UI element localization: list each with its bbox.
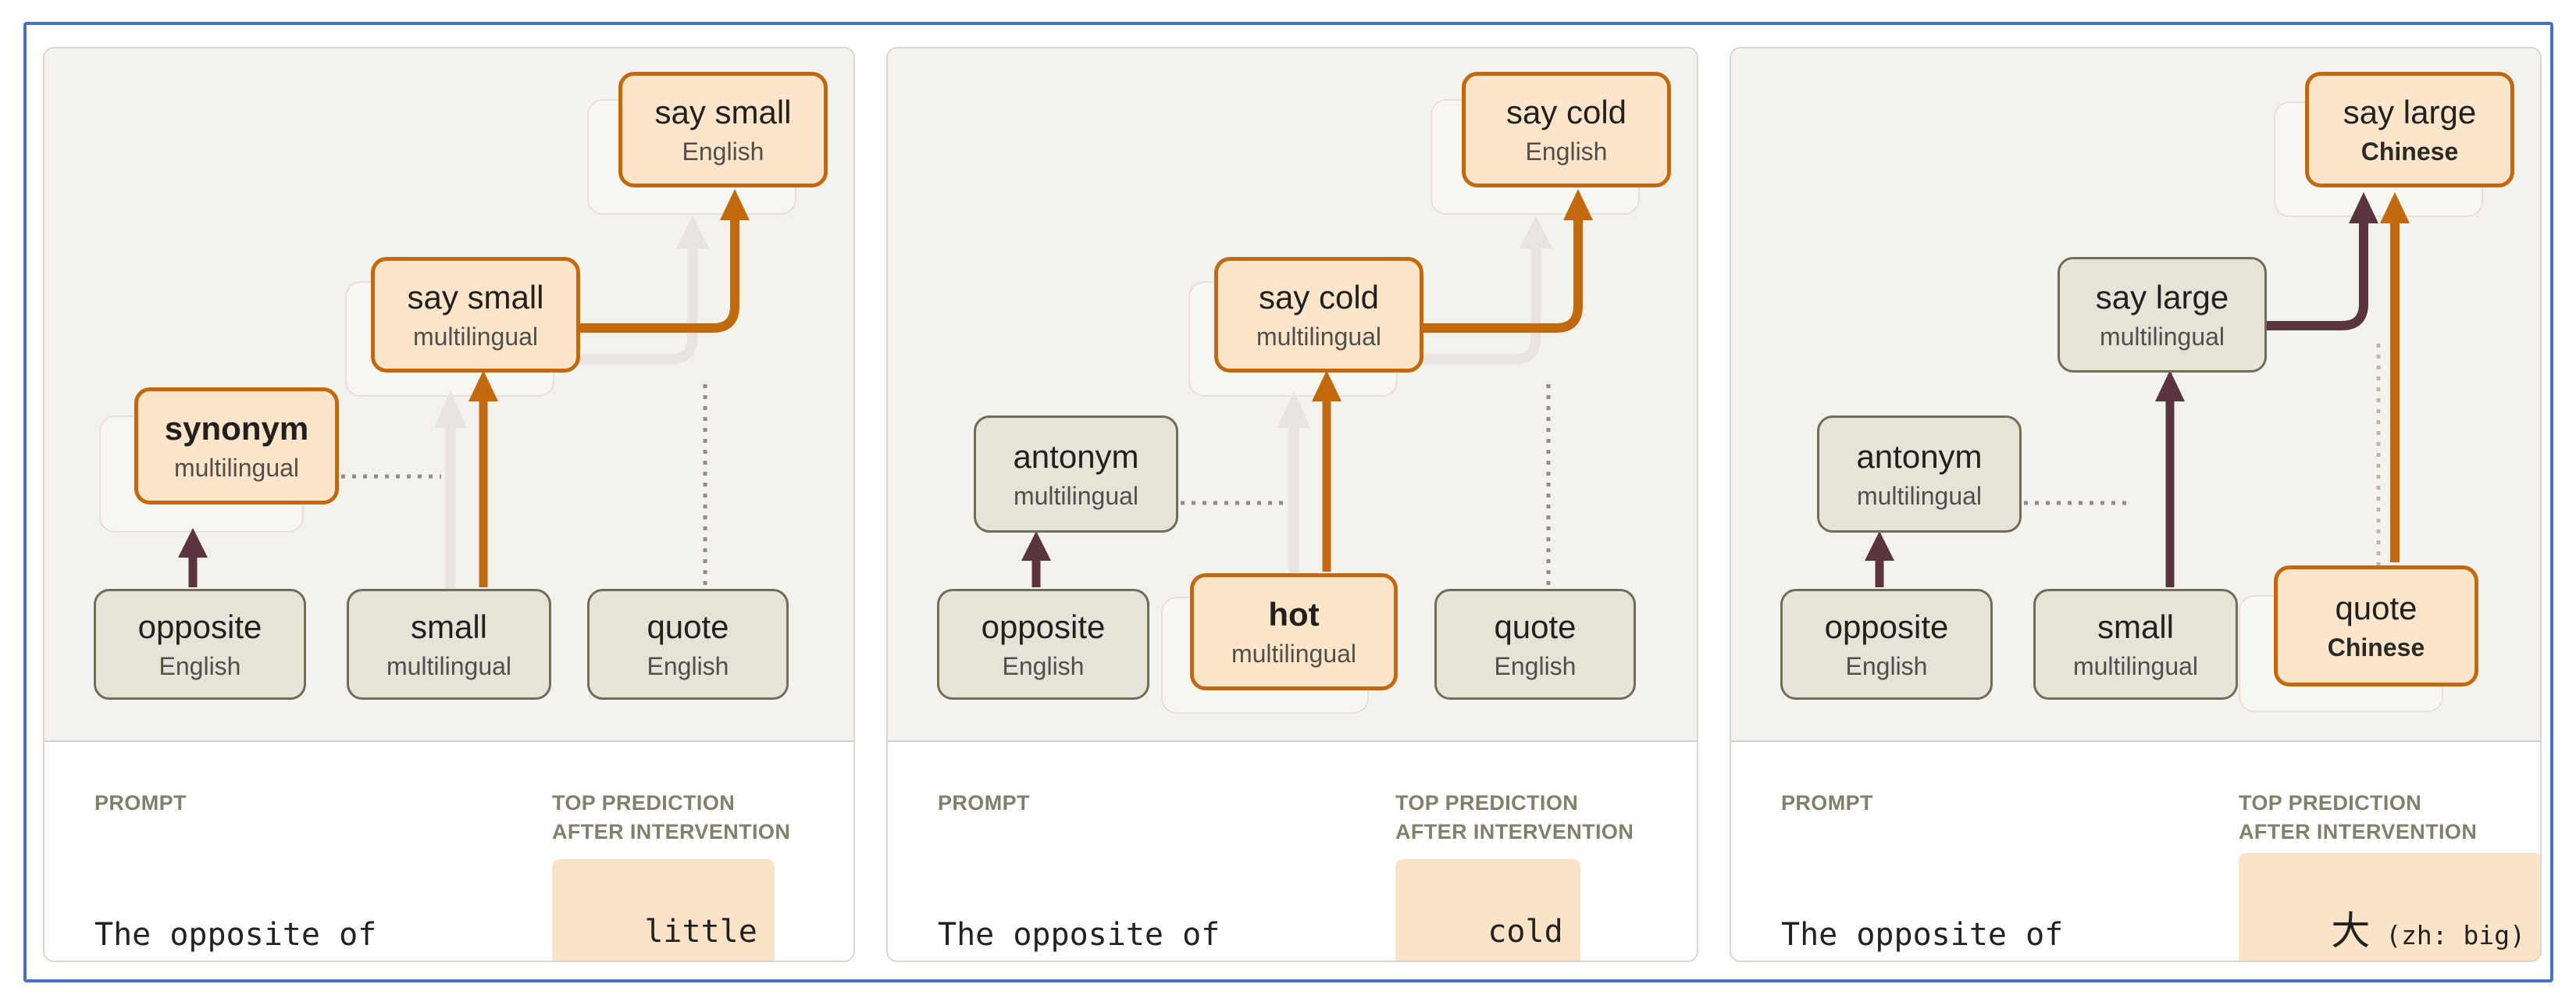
node-label: small: [2097, 608, 2174, 645]
node-sublabel: English: [1002, 651, 1085, 680]
node-hot: hot multilingual: [1190, 573, 1398, 690]
node-sublabel: English: [1494, 651, 1577, 680]
node-label: synonym: [164, 409, 309, 447]
node-label: small: [410, 608, 487, 645]
node-sublabel: English: [159, 651, 241, 680]
node-sublabel: English: [1525, 137, 1608, 166]
prompt-label: PROMPT: [94, 791, 187, 815]
node-sublabel: multilingual: [2099, 322, 2225, 351]
node-say-large-multilingual: say large multilingual: [2058, 257, 2267, 373]
prompt-text: The opposite of "small" is ": [94, 917, 377, 953]
prediction-chip: cold: [1395, 859, 1580, 961]
node-sublabel: multilingual: [1231, 639, 1357, 668]
node-label: say small: [407, 278, 544, 316]
node-label: antonym: [1013, 437, 1139, 475]
prompt-label: PROMPT: [938, 791, 1030, 815]
node-quote-chinese: quote Chinese: [2274, 565, 2478, 686]
diagram-canvas: multilingual multilingual: [45, 48, 853, 742]
node-sublabel: multilingual: [1013, 481, 1139, 510]
node-label: say cold: [1258, 278, 1380, 316]
node-label: say large: [2343, 93, 2477, 130]
node-sublabel: English: [682, 137, 764, 166]
panel-operation: multilingual multilingual: [43, 47, 855, 962]
node-antonym: antonym multilingual: [1817, 415, 2022, 533]
prompt-text: The opposite of "small" is ": [1781, 917, 2064, 953]
node-say-small-english: say small English: [618, 72, 828, 187]
node-sublabel: multilingual: [173, 453, 300, 482]
node-label: quote: [647, 608, 729, 645]
node-small: small multilingual: [2033, 589, 2238, 700]
node-label: quote: [1494, 608, 1577, 645]
node-antonym: antonym multilingual: [974, 415, 1178, 533]
node-sublabel: Chinese: [2360, 137, 2459, 166]
node-say-cold-english: say cold English: [1462, 72, 1671, 187]
node-small: small multilingual: [347, 589, 551, 700]
node-say-large-chinese: say large Chinese: [2305, 72, 2514, 187]
node-quote: quote English: [1434, 589, 1636, 700]
panel-operand: multilingual multilingual say cold Engli…: [886, 47, 1698, 962]
node-label: opposite: [981, 608, 1106, 645]
arrows-layer: [1021, 189, 1593, 594]
selection-border: [23, 22, 2553, 982]
node-label: antonym: [1856, 437, 1983, 475]
prompt-text: The opposite of "small" is ": [938, 917, 1220, 953]
node-label: say large: [2095, 278, 2229, 316]
panel-language: French say large Chinese say large multi…: [1730, 47, 2542, 962]
node-sublabel: English: [647, 651, 729, 680]
node-label: opposite: [1824, 608, 1949, 645]
node-label: opposite: [137, 608, 262, 645]
node-label: hot: [1268, 595, 1320, 633]
prompt-label: PROMPT: [1781, 791, 1873, 815]
node-label: say cold: [1505, 93, 1627, 130]
node-say-cold-multilingual: say cold multilingual: [1214, 257, 1423, 373]
arrows-layer: [1865, 192, 2410, 589]
arrows-layer: [178, 189, 750, 594]
node-say-small-multilingual: say small multilingual: [371, 257, 580, 373]
node-sublabel: English: [1845, 651, 1928, 680]
node-sublabel: Chinese: [2327, 633, 2425, 662]
node-sublabel: multilingual: [1856, 481, 1983, 510]
prediction-label: TOP PREDICTION AFTER INTERVENTION: [2239, 791, 2478, 844]
node-sublabel: multilingual: [412, 322, 539, 351]
node-synonym: synonym multilingual: [134, 387, 339, 505]
diagram-canvas: multilingual multilingual say cold Engli…: [888, 48, 1697, 742]
prediction-label: TOP PREDICTION AFTER INTERVENTION: [552, 791, 791, 844]
node-opposite: opposite English: [1780, 589, 1993, 700]
node-opposite: opposite English: [94, 589, 306, 700]
prediction-chip: 大 (zh: big): [2239, 853, 2540, 961]
node-quote: quote English: [587, 589, 789, 700]
diagram-canvas: French say large Chinese say large multi…: [1731, 48, 2540, 742]
node-label: say small: [654, 93, 792, 130]
node-sublabel: multilingual: [386, 651, 512, 680]
prediction-chip: little: [552, 859, 775, 961]
node-sublabel: multilingual: [1256, 322, 1382, 351]
prediction-label: TOP PREDICTION AFTER INTERVENTION: [1395, 791, 1634, 844]
node-opposite: opposite English: [937, 589, 1149, 700]
node-sublabel: multilingual: [2072, 651, 2199, 680]
node-label: quote: [2335, 590, 2417, 627]
